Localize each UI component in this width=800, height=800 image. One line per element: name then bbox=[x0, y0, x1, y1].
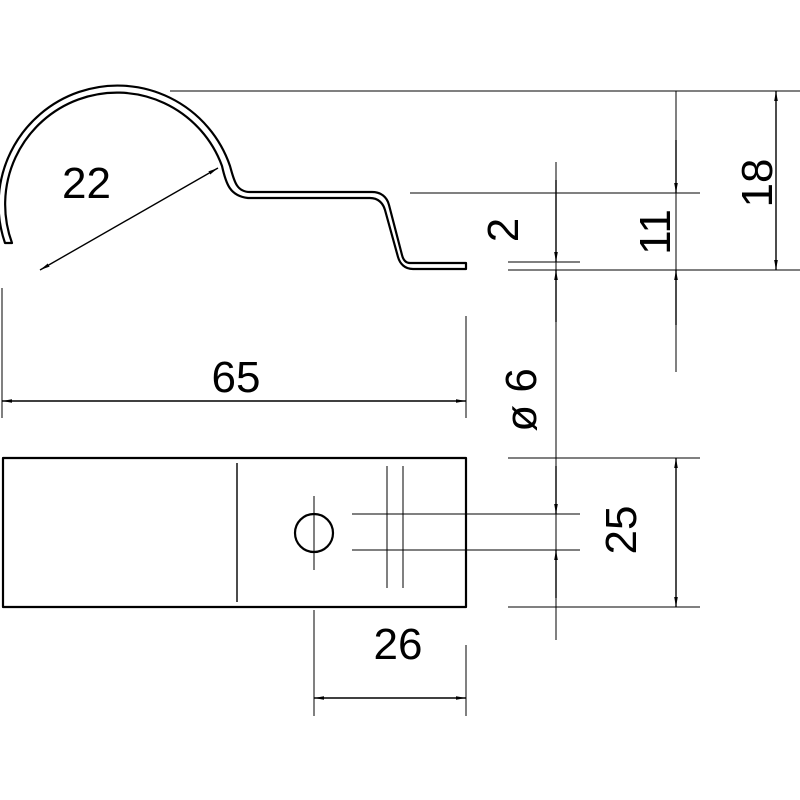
width-dimension: 25 bbox=[508, 457, 700, 608]
width-label: 25 bbox=[597, 506, 646, 555]
top-view bbox=[1, 456, 580, 609]
diameter-dimension-line bbox=[39, 167, 219, 271]
height-mid-dimension: 11 bbox=[631, 91, 680, 372]
hole-dimension: ø 6 bbox=[497, 368, 558, 598]
length-label: 65 bbox=[212, 353, 261, 402]
strap-outline bbox=[1, 456, 468, 609]
clamp-profile bbox=[0, 84, 468, 271]
length-dimension: 65 bbox=[1, 288, 467, 418]
side-view: 22 bbox=[0, 84, 468, 271]
height-total-dimension: 18 bbox=[733, 91, 782, 270]
hole-label: ø 6 bbox=[497, 368, 546, 432]
height-total-label: 18 bbox=[733, 159, 782, 208]
diameter-label: 22 bbox=[62, 159, 111, 208]
thickness-label: 2 bbox=[479, 218, 528, 242]
hole-offset-dimension: 26 bbox=[313, 610, 467, 716]
thickness-dimension: 2 bbox=[479, 162, 558, 640]
height-mid-label: 11 bbox=[631, 209, 680, 255]
hole-offset-label: 26 bbox=[374, 620, 423, 669]
